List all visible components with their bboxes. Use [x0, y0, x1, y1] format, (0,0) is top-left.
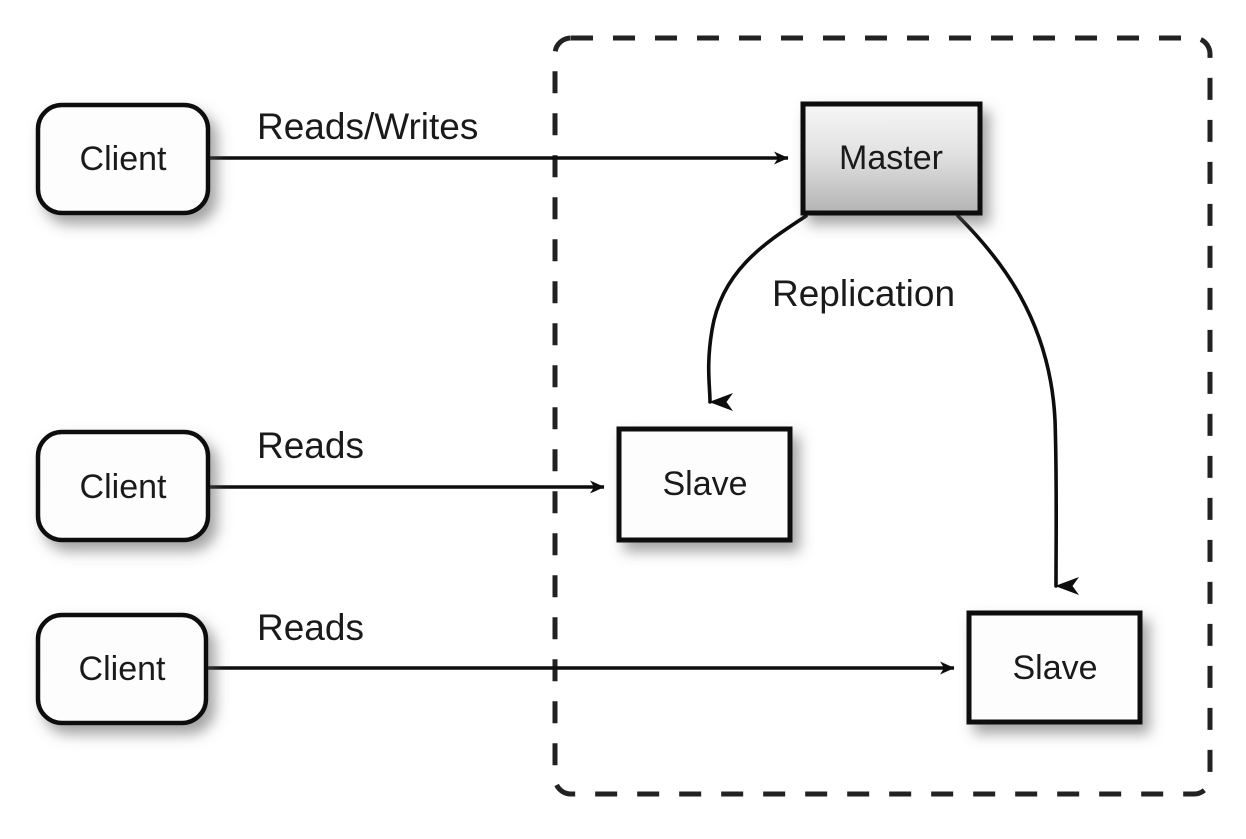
- node-client-middle[interactable]: Client: [35, 429, 211, 543]
- slave-upper-shape: [616, 426, 793, 543]
- client-top-shape: [35, 102, 211, 216]
- client-bottom-label: Client: [79, 650, 166, 688]
- master-label: Master: [839, 139, 943, 177]
- node-master[interactable]: Master: [800, 101, 983, 216]
- edge-label-replication: Replication: [772, 273, 955, 314]
- client-middle-shape: [35, 429, 211, 543]
- master-shape: [800, 101, 983, 216]
- database-cluster-boundary: [552, 35, 1213, 797]
- node-slave-upper[interactable]: Slave: [616, 426, 793, 543]
- edge-label-reads-writes: Reads/Writes: [257, 106, 478, 147]
- client-top-label: Client: [80, 140, 167, 178]
- client-middle-label: Client: [80, 468, 167, 506]
- connector-master-to-slave-lower: [956, 214, 1080, 596]
- node-slave-lower[interactable]: Slave: [966, 610, 1143, 725]
- node-client-top[interactable]: Client: [35, 102, 211, 216]
- slave-lower-shape: [966, 610, 1143, 725]
- node-client-bottom[interactable]: Client: [35, 612, 209, 726]
- slave-upper-label: Slave: [662, 465, 747, 503]
- connector-master-to-slave-upper: [706, 214, 808, 411]
- edge-label-reads-bottom: Reads: [257, 607, 364, 648]
- client-bottom-shape: [35, 612, 209, 726]
- edge-label-reads-middle: Reads: [257, 425, 364, 466]
- slave-lower-label: Slave: [1012, 649, 1097, 687]
